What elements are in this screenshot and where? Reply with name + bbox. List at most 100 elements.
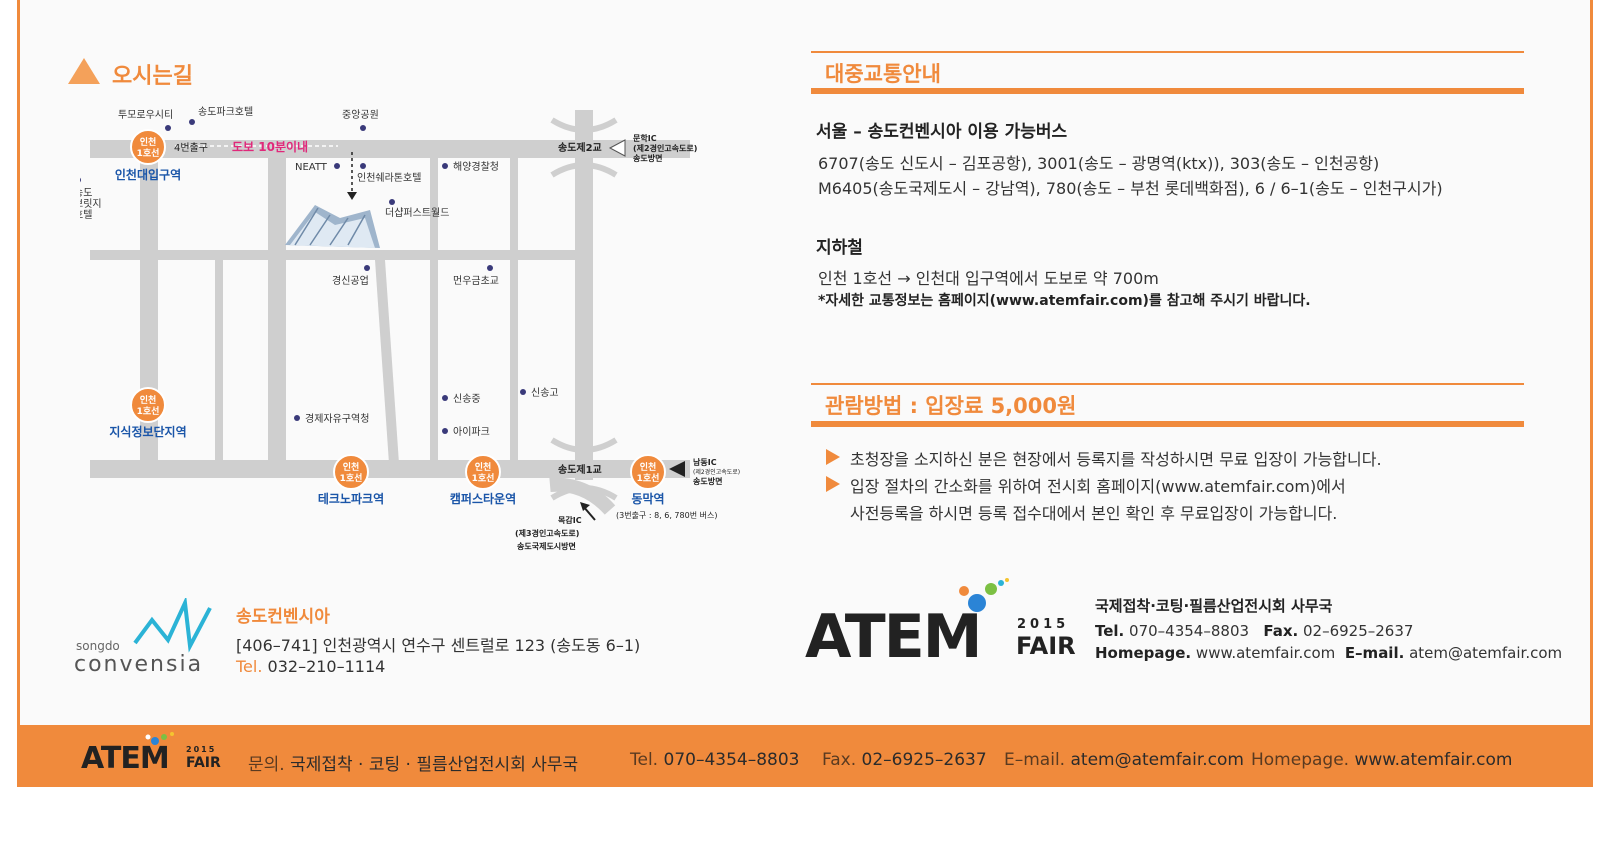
label-bridge-hotel-1: 송도 [80, 187, 92, 199]
dot-ipark [442, 428, 448, 434]
road-diagonal [375, 260, 400, 478]
dot-the-sharp [389, 199, 395, 205]
station-name: 지식정보단지역 [109, 424, 186, 439]
section-line-bottom [811, 88, 1524, 94]
convensia-logo-small: songdo [76, 639, 120, 653]
footer-homepage-url[interactable]: www.atemfair.com [1354, 750, 1513, 770]
label-bridge-hotel-3: 호텔 [80, 209, 92, 221]
subway-line: 인천 1호선 → 인천대 입구역에서 도보로 약 700m [818, 269, 1159, 288]
label-mokgam-ic-3: 송도국제도시방면 [517, 541, 576, 551]
footer-bar [17, 725, 1593, 787]
label-munhak-ic-2: (제2경인고속도로) [633, 143, 697, 153]
convensia-logo-icon [133, 598, 212, 653]
transport-note: *자세한 교통정보는 홈페이지(www.atemfair.com)를 참고해 주… [818, 293, 1311, 309]
svg-text:인천: 인천 [343, 462, 360, 473]
label-songdo1: 송도제1교 [558, 463, 602, 476]
label-exit4: 4번출구 [174, 142, 208, 154]
bullet-arrow-icon [826, 476, 840, 492]
svg-text:인천: 인천 [475, 462, 492, 473]
footer-fax-label: Fax. [822, 750, 857, 770]
station-name: 인천대입구역 [115, 167, 181, 182]
footer-contact-name: 국제접착 · 코팅 · 필름산업전시회 사무국 [290, 755, 579, 775]
organizer-contact-line-1: Tel. 070–4354–8803 Fax. 02–6925–2637 [1095, 622, 1413, 640]
label-gyeongsin: 경신공업 [332, 274, 369, 287]
organizer-fax: 02–6925–2637 [1303, 622, 1414, 640]
footer-homepage: Homepage. www.atemfair.com [1251, 750, 1512, 770]
label-coast-guard: 해양경찰청 [453, 160, 499, 173]
bus-line-2: M6405(송도국제도시 – 강남역), 780(송도 – 부천 롯데백화점),… [818, 179, 1443, 198]
label-walk: 도보 10분이내 [232, 139, 308, 154]
dot-gyeongsin [364, 265, 370, 271]
footer-logo: ATEM [81, 741, 170, 776]
dot-central-park [360, 125, 366, 131]
road-v3 [268, 140, 286, 478]
admission-item-1: 초청장을 소지하신 분은 현장에서 등록지를 작성하시면 무료 입장이 가능합니… [850, 450, 1382, 469]
admission-item-2-line-1: 입장 절차의 간소화를 위하여 전시회 홈페이지(www.atemfair.co… [850, 477, 1346, 496]
organizer-homepage[interactable]: www.atemfair.com [1195, 644, 1336, 662]
station-name: 캠퍼스타운역 [450, 491, 516, 506]
svg-text:1호선: 1호선 [340, 472, 363, 484]
dot-ifez [294, 415, 300, 421]
organizer-tel-label: Tel. [1095, 622, 1125, 640]
label-namdong-ic-1: 남동IC [693, 457, 717, 467]
svg-text:인천: 인천 [640, 462, 657, 473]
label-ifez: 경제자유구역청 [305, 412, 369, 425]
footer-molecule-icon [145, 732, 174, 745]
svg-text:인천: 인천 [140, 395, 157, 406]
organizer-fax-label: Fax. [1263, 622, 1299, 640]
footer-email-address[interactable]: atem@atemfair.com [1070, 750, 1244, 770]
bridge2-top [550, 117, 618, 133]
label-mokgam-ic-1: 목감IC [558, 515, 582, 525]
label-park-hotel: 송도파크호텔 [198, 106, 253, 118]
svg-text:1호선: 1호선 [137, 405, 160, 417]
footer-contact-label: 문의. [248, 755, 285, 775]
venue-tel-number: 032–210–1114 [267, 657, 386, 676]
dot-neatt [334, 163, 340, 169]
organizer-tel: 070–4354–8803 [1129, 622, 1250, 640]
footer-email-label: E–mail. [1004, 750, 1066, 770]
organizer-logo: ATEM [805, 602, 982, 672]
admission-title: 관람방법 : 입장료 5,000원 [825, 394, 1077, 418]
map-labels: 투모로우시티 송도파크호텔 중앙공원 4번출구 도보 10분이내 송도 브릿지 … [80, 106, 740, 551]
left-arrow-icon [608, 139, 626, 157]
footer-tel: Tel. 070–4354–8803 [630, 750, 799, 770]
footer-fax-number: 02–6925–2637 [861, 750, 987, 770]
footer-contact: 문의. 국제접착 · 코팅 · 필름산업전시회 사무국 [248, 750, 578, 775]
label-sinsong-high: 신송고 [531, 387, 559, 399]
down-arrow-icon [347, 192, 357, 200]
organizer-email-label: E–mail. [1344, 644, 1405, 662]
venue-tel: Tel. 032–210–1114 [236, 657, 385, 676]
admission-item-2-line-2: 사전등록을 하시면 등록 접수대에서 본인 확인 후 무료입장이 가능합니다. [850, 504, 1338, 523]
label-the-sharp: 더샵퍼스트월드 [385, 207, 449, 219]
road-top [90, 140, 690, 158]
organizer-logo-year: 2015 [1017, 617, 1070, 632]
label-munhak-ic-3: 송도방면 [633, 153, 662, 163]
label-dongmak-exit: (3번출구 : 8, 6, 780번 버스) [616, 510, 717, 520]
molecule-icon [959, 578, 1009, 612]
dot-sinsong-mid [442, 395, 448, 401]
label-namdong-ic-3: 송도방면 [693, 476, 722, 486]
svg-text:인천: 인천 [140, 137, 157, 148]
section-line-top [811, 383, 1524, 385]
label-bridge-hotel-2: 브릿지 [80, 198, 102, 210]
convensia-logo-big: convensia [74, 652, 204, 677]
dot-park-hotel [189, 119, 195, 125]
organizer-email[interactable]: atem@atemfair.com [1409, 644, 1563, 662]
organizer-title: 국제접착·코팅·필름산업전시회 사무국 [1095, 597, 1333, 615]
station-dongmak: 인천 1호선 동막역 [630, 454, 666, 506]
mokgam-ramp [549, 477, 616, 515]
dot-sheraton [360, 163, 366, 169]
label-ipark: 아이파크 [453, 426, 490, 438]
label-munhak-ic-1: 문학IC [633, 133, 657, 143]
roads [90, 110, 690, 480]
convensia-building-icon [285, 205, 380, 248]
station-name: 동막역 [631, 491, 664, 506]
footer-homepage-label: Homepage. [1251, 750, 1350, 770]
bus-line-1: 6707(송도 신도시 – 김포공항), 3001(송도 – 광명역(ktx))… [818, 154, 1380, 173]
station-technopark: 인천 1호선 테크노파크역 [318, 454, 384, 506]
bus-title: 서울 – 송도컨벤시아 이용 가능버스 [816, 122, 1068, 142]
section-line-bottom [811, 421, 1524, 427]
road-middle [90, 250, 580, 260]
label-namdong-ic-2: (제2경인고속도로) [693, 468, 740, 476]
label-mokgam-ic-2: (제3경인고속도로) [515, 528, 579, 538]
